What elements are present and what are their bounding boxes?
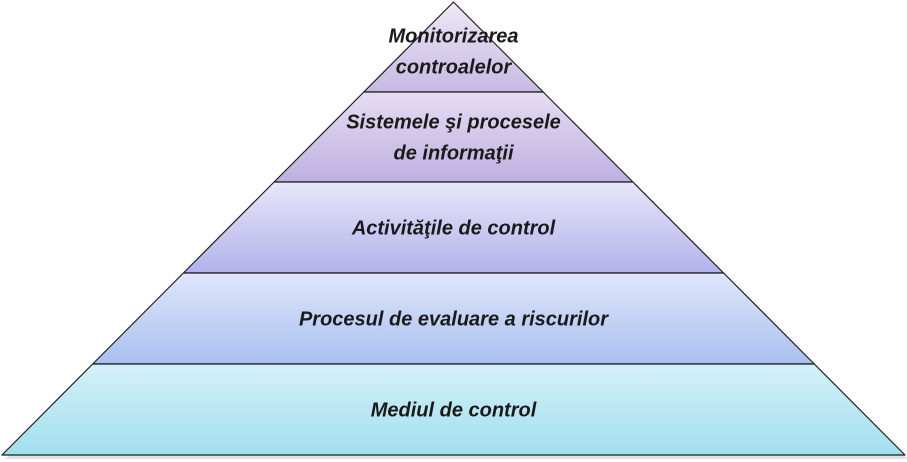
level-information-systems-band bbox=[273, 91, 634, 183]
level-information-systems-label-line: Sistemele şi procesele bbox=[346, 112, 561, 134]
level-control-activities-label: Activităţile de control bbox=[351, 218, 556, 240]
level-control-environment-label-line: Mediul de control bbox=[371, 400, 537, 422]
level-monitoring-label-line: Monitorizarea bbox=[388, 26, 518, 48]
level-information-systems-label-line: de informaţii bbox=[393, 143, 513, 165]
level-control-environment-band bbox=[1, 363, 906, 456]
level-control-environment-label: Mediul de control bbox=[371, 400, 537, 422]
level-information-systems-label: Sistemele şi procesele de informaţii bbox=[346, 112, 561, 165]
level-monitoring-label: Monitorizarea controalelor bbox=[388, 26, 518, 79]
level-monitoring-label-line: controalelor bbox=[396, 57, 513, 79]
level-control-activities-label-line: Activităţile de control bbox=[351, 218, 556, 240]
level-risk-assessment-label: Procesul de evaluare a riscurilor bbox=[299, 309, 609, 331]
level-risk-assessment-label-line: Procesul de evaluare a riscurilor bbox=[299, 309, 609, 331]
